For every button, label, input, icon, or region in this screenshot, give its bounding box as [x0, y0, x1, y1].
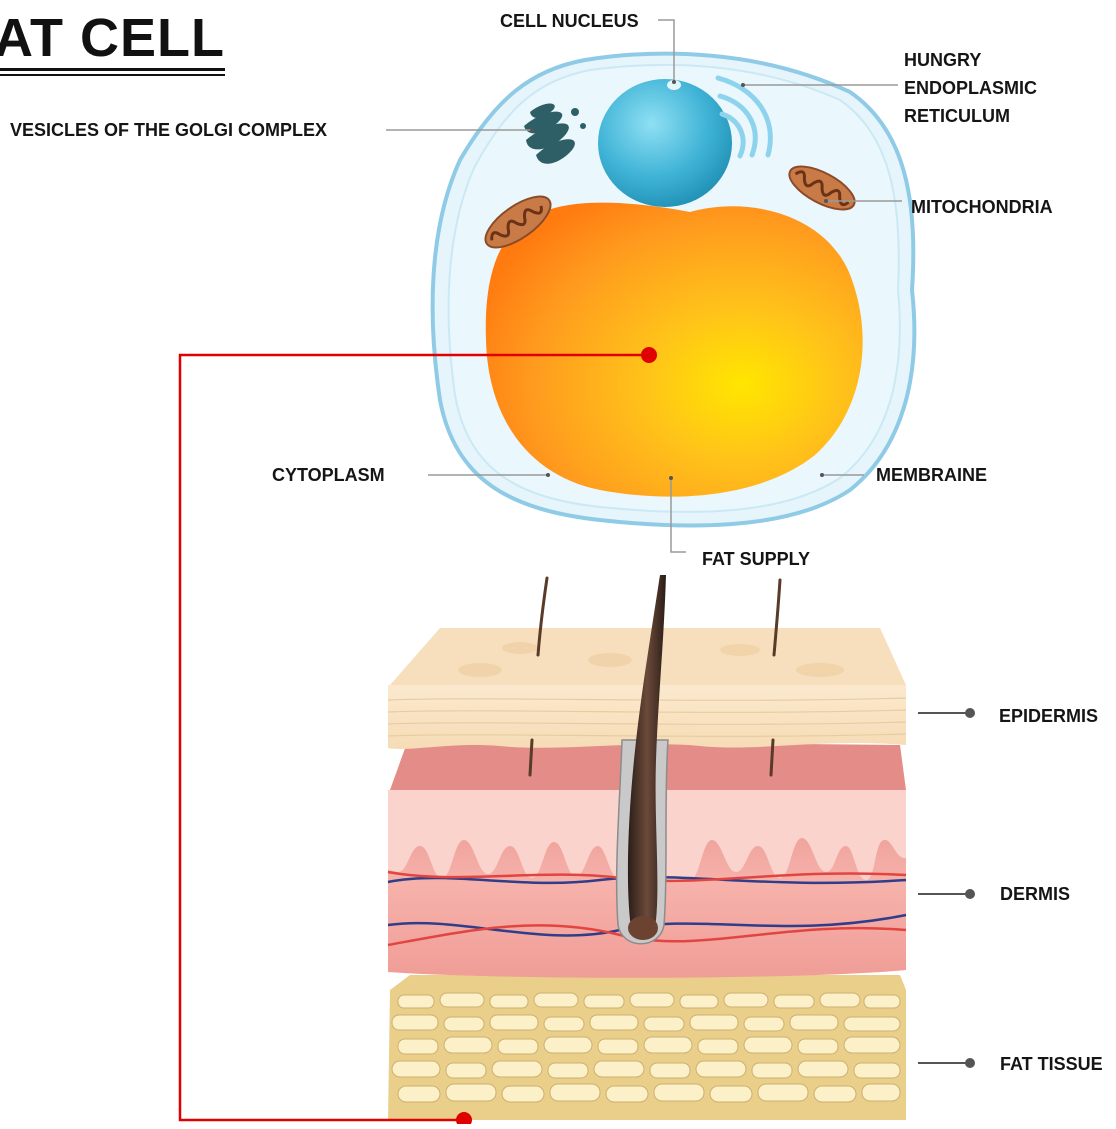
label-cell-nucleus: CELL NUCLEUS — [500, 7, 639, 35]
label-fat-supply: FAT SUPPLY — [702, 545, 810, 573]
page-title: AT CELL — [0, 8, 225, 71]
label-dermis: DERMIS — [1000, 880, 1070, 908]
fat-supply-droplet — [486, 203, 863, 497]
label-epidermis: EPIDERMIS — [999, 702, 1098, 730]
fat-cell — [433, 54, 915, 526]
label-golgi: VESICLES OF THE GOLGI COMPLEX — [10, 116, 327, 144]
label-cytoplasm: CYTOPLASM — [272, 461, 385, 489]
label-mitochondria: MITOCHONDRIA — [911, 193, 1053, 221]
skin-leader-lines — [918, 713, 968, 1063]
label-endoplasmic-reticulum: HUNGRY ENDOPLASMIC RETICULUM — [904, 46, 1074, 130]
skin-cross-section — [388, 575, 906, 1120]
hair-bulb — [628, 916, 658, 940]
label-fat-tissue: FAT TISSUE — [1000, 1050, 1103, 1078]
cell-nucleus-shape — [598, 79, 732, 207]
skin-leader-dots — [965, 708, 975, 1068]
label-membrane: MEMBRAINE — [876, 461, 987, 489]
connector-dot-cell — [641, 347, 657, 363]
